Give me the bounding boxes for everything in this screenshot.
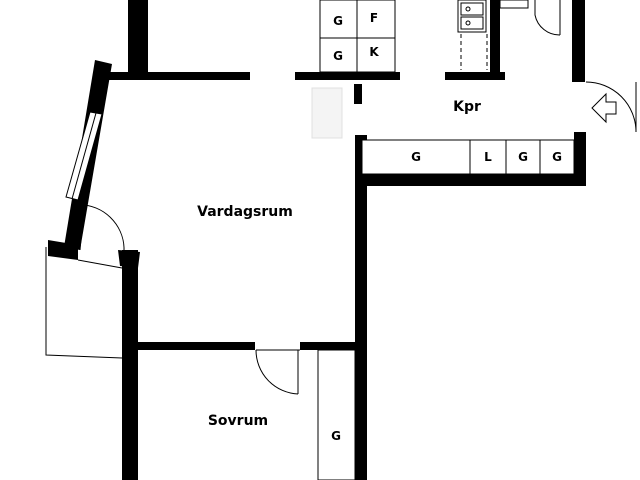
fixture-label-hall-wardrobe-3: G — [552, 150, 562, 164]
fixture-label-hall-linen: L — [484, 150, 492, 164]
fixture-label-kitchen-top-left: G — [333, 14, 343, 28]
entry-threshold — [311, 87, 343, 139]
door-balcony — [79, 204, 125, 253]
wall-hall-right-upper — [572, 0, 585, 82]
room-label-living: Vardagsrum — [197, 204, 293, 220]
fixture-label-kitchen-bottom-left: G — [333, 49, 343, 63]
fixture-label-bedroom-wardrobe: G — [331, 429, 341, 443]
wall-top-left-stub — [128, 0, 148, 78]
kitchen-top-cabinet — [499, 0, 529, 9]
wall-door-corner — [48, 240, 78, 260]
door-bedroom — [255, 349, 300, 395]
balcony-outline — [45, 247, 123, 359]
fixture-label-hall-wardrobe-2: G — [518, 150, 528, 164]
kitchen-sink — [457, 0, 488, 70]
wall-hall-bottom — [355, 174, 586, 186]
door-entrance[interactable] — [585, 81, 637, 133]
wall-kitchen-right — [490, 0, 500, 78]
room-label-bedroom: Sovrum — [208, 413, 268, 429]
wall-top-kitchen — [295, 72, 400, 80]
wall-hall-right-lower — [574, 132, 586, 186]
wall-bedroom-top-left — [125, 342, 255, 350]
kitchen-units — [319, 0, 396, 73]
fixture-label-hall-wardrobe-1: G — [411, 150, 421, 164]
fixture-label-kitchen-top-right: F — [370, 11, 378, 25]
walls — [48, 0, 586, 480]
wall-left-lower — [122, 250, 138, 480]
room-label-hallway: Kpr — [453, 99, 481, 115]
wall-diagonal-lower — [118, 250, 140, 268]
wall-center-vertical — [355, 135, 367, 480]
wall-bedroom-top-right — [300, 342, 360, 350]
wall-hall-left-stub — [354, 84, 362, 104]
bedroom-wardrobe — [317, 349, 356, 480]
wall-top-hall — [445, 72, 505, 80]
entrance-arrow-icon — [591, 92, 617, 124]
hall-wardrobes — [361, 139, 575, 175]
sink-icon — [457, 0, 487, 33]
fixture-label-kitchen-bottom-right: K — [369, 45, 379, 59]
wall-top-living — [95, 72, 250, 80]
door-top-right — [534, 0, 561, 36]
window-living — [65, 111, 103, 201]
